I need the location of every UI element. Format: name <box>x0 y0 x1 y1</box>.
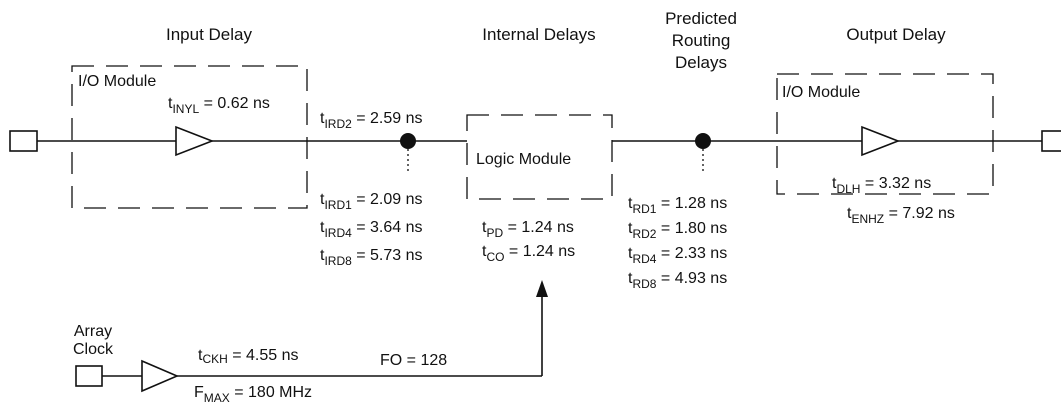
t-ird4-label: tIRD4 = 3.64 ns <box>320 219 423 240</box>
logic-module-box <box>466 114 613 200</box>
t-ird1-label: tIRD1 = 2.09 ns <box>320 191 423 212</box>
t-rd1-label: tRD1 = 1.28 ns <box>628 195 727 216</box>
clock-path <box>75 280 548 393</box>
output-io-module-box <box>776 73 994 195</box>
clock-buffer-icon <box>141 359 180 393</box>
t-co-label: tCO = 1.24 ns <box>482 243 575 264</box>
header-output-delay: Output Delay <box>846 25 946 44</box>
t-ird2-label: tIRD2 = 2.59 ns <box>320 110 423 131</box>
t-rd4-label: tRD4 = 2.33 ns <box>628 245 727 266</box>
t-pd-label: tPD = 1.24 ns <box>482 219 574 240</box>
header-predicted-line3: Delays <box>675 53 727 72</box>
output-pad-icon <box>1041 130 1061 152</box>
input-io-module-label: I/O Module <box>78 73 156 90</box>
input-junction-dot <box>400 133 416 149</box>
input-pad-icon <box>9 130 38 152</box>
fanout-label: FO = 128 <box>380 352 447 369</box>
logic-module-label: Logic Module <box>476 151 571 168</box>
input-buffer-icon <box>175 125 215 157</box>
array-clock-line1: Array <box>74 323 112 340</box>
t-ckh-label: tCKH = 4.55 ns <box>198 347 299 366</box>
header-input-delay: Input Delay <box>166 25 252 44</box>
t-dlh-label: tDLH = 3.32 ns <box>832 175 931 196</box>
clock-pad-icon <box>75 365 103 387</box>
header-predicted-line2: Routing <box>672 31 731 50</box>
header-internal-delays: Internal Delays <box>482 25 595 44</box>
t-ird8-label: tIRD8 = 5.73 ns <box>320 247 423 268</box>
f-max-label: FMAX = 180 MHz <box>194 384 312 405</box>
routing-junction-dot <box>695 133 711 149</box>
clock-arrow-icon <box>536 280 548 297</box>
t-rd2-label: tRD2 = 1.80 ns <box>628 220 727 241</box>
header-predicted-line1: Predicted <box>665 9 737 28</box>
t-inyl-label: tINYL = 0.62 ns <box>168 95 270 116</box>
output-buffer-icon <box>861 125 901 157</box>
t-rd8-label: tRD8 = 4.93 ns <box>628 270 727 291</box>
output-io-module-label: I/O Module <box>782 84 860 101</box>
array-clock-line2: Clock <box>73 341 114 358</box>
t-enhz-label: tENHZ = 7.92 ns <box>847 205 955 226</box>
input-io-module-box <box>71 65 308 209</box>
